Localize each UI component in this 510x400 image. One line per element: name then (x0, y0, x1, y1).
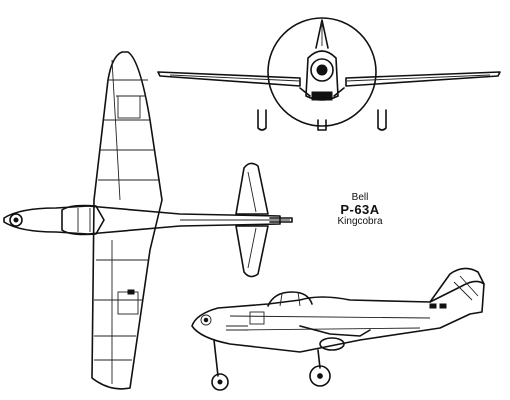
aircraft-name-label: Kingcobra (337, 216, 383, 227)
front-view (157, 17, 501, 131)
propeller-disc (267, 17, 377, 127)
plan-view-canopy (61, 204, 105, 236)
side-view-fin (429, 267, 485, 303)
plan-view-tailplane (235, 162, 269, 215)
spinner (316, 64, 328, 76)
side-view-intake (319, 337, 345, 351)
nose-gear (317, 119, 327, 131)
side-view-nose-wheel (211, 373, 229, 391)
left-main-gear (257, 109, 267, 131)
plan-view-wing (91, 51, 163, 390)
manufacturer-label: Bell (351, 192, 369, 203)
aircraft-caption: Bell P-63A Kingcobra (330, 192, 390, 228)
side-view-nose-strut (213, 339, 219, 377)
side-view-main-strut (317, 349, 321, 369)
side-view-canopy (267, 291, 313, 307)
side-view-main-wheel (309, 365, 331, 387)
plan-view (3, 51, 293, 390)
side-view-fuselage (191, 280, 485, 353)
side-view (191, 267, 485, 391)
right-main-gear (377, 109, 387, 131)
model-label: P-63A (340, 202, 380, 217)
front-view-wing (157, 71, 301, 87)
plan-view-fuselage (3, 205, 281, 235)
ventral-intake (311, 91, 333, 101)
